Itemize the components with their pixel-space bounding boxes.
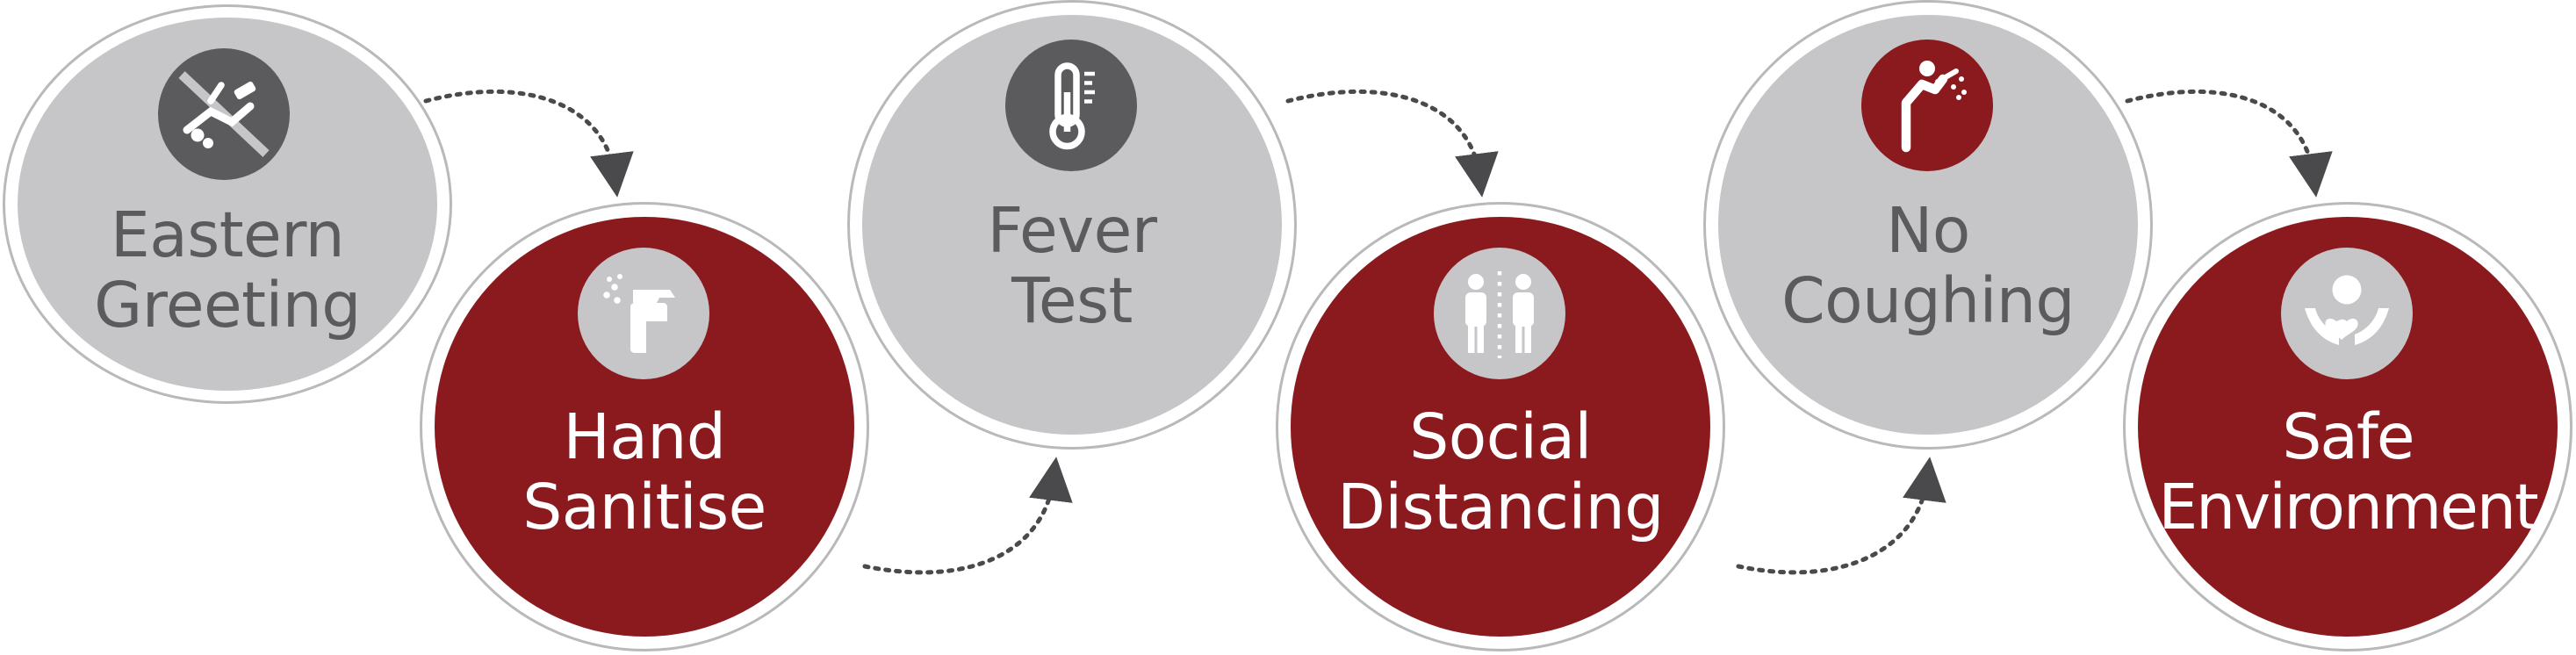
- hands-protecting-person-icon: [2281, 248, 2413, 379]
- step-5-label: No Coughing: [1718, 196, 2138, 336]
- arrow-4-to-5: [1736, 457, 1946, 575]
- step-1-label: Eastern Greeting: [18, 200, 437, 341]
- spray-bottle-icon: [578, 248, 709, 379]
- step-4-label-line2: Distancing: [1337, 471, 1664, 543]
- step-4-label: Social Distancing: [1291, 402, 1710, 543]
- step-1-label-line2: Greeting: [94, 269, 361, 342]
- two-people-distance-icon: [1434, 248, 1565, 379]
- step-5-label-line1: No: [1886, 194, 1970, 267]
- step-6-label: Safe Environment: [2138, 402, 2558, 543]
- arrow-1-to-2: [423, 89, 634, 198]
- step-1-label-line1: Eastern: [110, 198, 345, 271]
- step-3-label-line2: Test: [1011, 264, 1133, 337]
- step-3-label-line1: Fever: [987, 194, 1157, 267]
- step-3-label: Fever Test: [862, 196, 1282, 336]
- step-2-label: Hand Sanitise: [435, 402, 854, 543]
- step-4-label-line1: Social: [1409, 400, 1592, 473]
- arrow-3-to-4: [1285, 89, 1499, 198]
- thermometer-icon: [1005, 40, 1137, 171]
- no-handshake-icon: [158, 48, 290, 180]
- arrow-5-to-6: [2125, 89, 2333, 198]
- step-6-label-line1: Safe: [2282, 400, 2414, 473]
- step-5-label-line2: Coughing: [1781, 264, 2075, 337]
- step-2-label-line2: Sanitise: [522, 471, 766, 543]
- step-6-label-line2: Environment: [2158, 471, 2538, 543]
- coughing-person-icon: [1861, 40, 1993, 171]
- step-2-label-line1: Hand: [563, 400, 726, 473]
- arrow-2-to-3: [862, 457, 1073, 575]
